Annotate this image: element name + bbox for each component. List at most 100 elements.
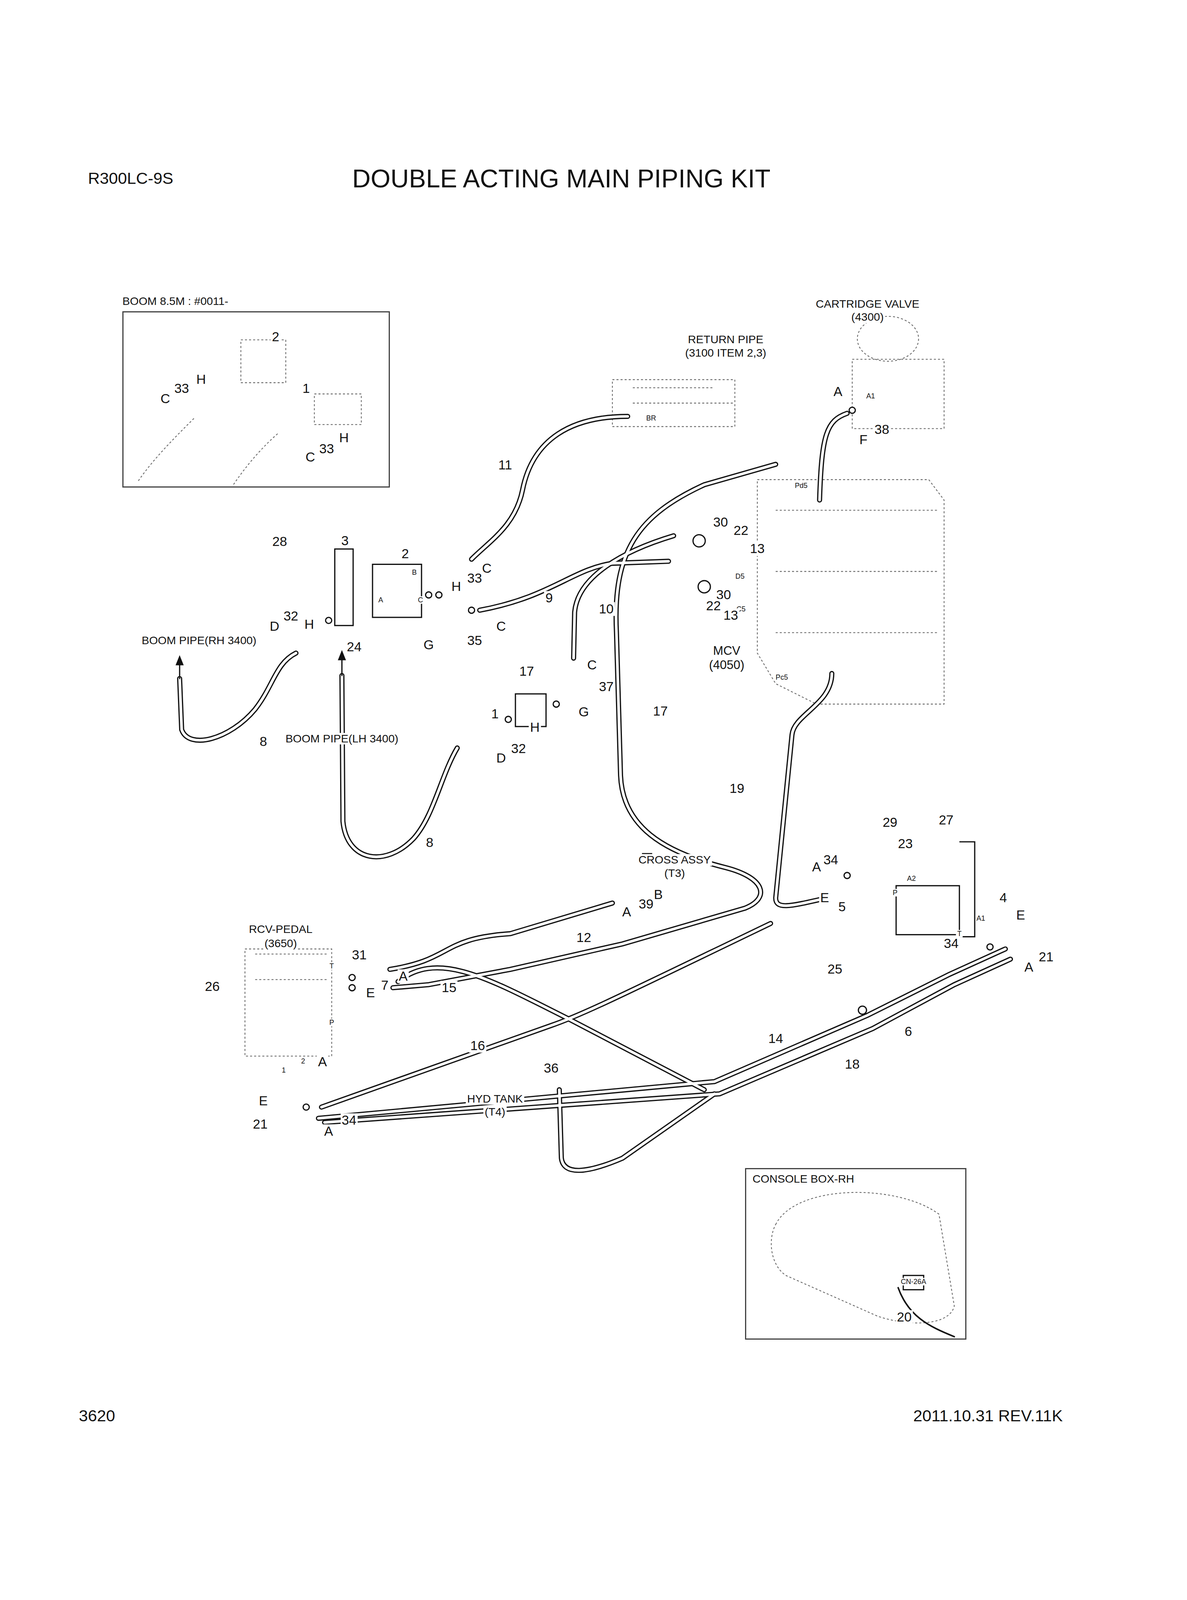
port-mark: P bbox=[328, 1018, 336, 1027]
port-mark: CN-26A bbox=[899, 1278, 928, 1286]
callout-number: 3 bbox=[340, 533, 351, 548]
drawing-part bbox=[573, 535, 674, 659]
callout-number: A bbox=[621, 905, 633, 920]
callout-number: 34 bbox=[822, 853, 840, 868]
callout-number: 25 bbox=[826, 962, 844, 977]
callout-number: 11 bbox=[497, 458, 514, 473]
drawing-part bbox=[398, 968, 705, 1091]
ghost-components bbox=[137, 316, 955, 1324]
drawing-part bbox=[849, 407, 856, 414]
port-mark: P bbox=[891, 889, 899, 897]
port-mark: T bbox=[956, 930, 963, 938]
drawing-part bbox=[775, 510, 940, 633]
drawing-part bbox=[471, 416, 628, 560]
callout-number: 24 bbox=[345, 640, 363, 654]
callout-number: C bbox=[304, 450, 317, 465]
drawing-part bbox=[341, 675, 457, 858]
callout-number: 34 bbox=[942, 937, 960, 952]
callout-number: 33 bbox=[466, 571, 484, 586]
drawing-part bbox=[240, 340, 286, 384]
component-label: (4300) bbox=[849, 311, 885, 324]
callout-number: 8 bbox=[424, 836, 435, 850]
hoses bbox=[175, 413, 1011, 1338]
drawing-part bbox=[179, 658, 342, 679]
callout-number: C bbox=[495, 619, 508, 634]
drawing-part bbox=[858, 1006, 867, 1015]
callout-number: 2 bbox=[400, 547, 411, 562]
port-mark: 2 bbox=[299, 1057, 307, 1066]
callout-number: 5 bbox=[836, 900, 847, 915]
callout-number: 38 bbox=[873, 422, 891, 437]
port-mark: A1 bbox=[864, 392, 877, 400]
drawing-part bbox=[553, 701, 560, 708]
inset-heading: BOOM 8.5M : #0011- bbox=[122, 295, 229, 308]
callout-number: 13 bbox=[722, 608, 740, 623]
callout-number: 17 bbox=[651, 704, 669, 719]
port-mark: C bbox=[416, 596, 425, 604]
drawing-part bbox=[303, 1104, 310, 1111]
drawing-part bbox=[819, 413, 848, 501]
inset-box: BOOM 8.5M : #0011- bbox=[122, 311, 390, 488]
drawing-part bbox=[179, 413, 1011, 1171]
callout-number: A bbox=[810, 860, 822, 875]
drawing-part bbox=[324, 959, 1011, 1123]
port-mark: Pd5 bbox=[793, 482, 809, 490]
component-label: (3100 ITEM 2,3) bbox=[683, 347, 768, 360]
port-mark: A bbox=[377, 596, 385, 604]
component-label: (3650) bbox=[263, 937, 298, 950]
callout-number: 13 bbox=[748, 542, 766, 557]
callout-number: 32 bbox=[509, 742, 527, 757]
drawing-part bbox=[137, 418, 194, 482]
callout-number: D bbox=[495, 751, 508, 766]
drawing-part bbox=[896, 885, 960, 935]
callout-number: 22 bbox=[704, 599, 722, 614]
callout-number: 16 bbox=[469, 1039, 487, 1053]
callout-number: A bbox=[316, 1055, 328, 1070]
drawing-part bbox=[573, 535, 674, 659]
callout-number: E bbox=[819, 891, 831, 905]
drawing-part bbox=[325, 617, 332, 624]
drawing-part bbox=[179, 413, 1011, 1171]
port-mark: BR bbox=[645, 414, 658, 423]
callout-number: 8 bbox=[258, 735, 269, 749]
drawing-part bbox=[349, 974, 356, 982]
callout-number: H bbox=[194, 372, 207, 387]
callout-number: 4 bbox=[998, 891, 1009, 905]
component-label: RETURN PIPE bbox=[686, 333, 765, 346]
drawing-part bbox=[398, 968, 705, 1091]
drawing-part bbox=[314, 394, 362, 425]
callout-number: E bbox=[365, 986, 377, 1000]
callout-number: 27 bbox=[937, 813, 955, 828]
callout-number: 37 bbox=[597, 679, 615, 694]
callout-number: 17 bbox=[518, 664, 536, 679]
drawing-part bbox=[471, 416, 628, 560]
callout-number: 12 bbox=[575, 930, 593, 945]
callout-number: 26 bbox=[203, 979, 221, 994]
callout-number: G bbox=[422, 638, 435, 652]
component-label: (4050) bbox=[707, 659, 746, 673]
callout-number: 23 bbox=[896, 836, 914, 851]
drawing-part bbox=[852, 359, 945, 429]
drawing-part bbox=[372, 564, 422, 618]
callout-number: 39 bbox=[637, 897, 655, 912]
callout-number: 14 bbox=[767, 1031, 785, 1046]
drawing-part bbox=[632, 387, 736, 404]
callout-number: G bbox=[577, 705, 590, 720]
port-mark: A1 bbox=[975, 914, 987, 923]
fittings-and-blocks bbox=[303, 407, 993, 1290]
component-label: CROSS ASSY bbox=[637, 854, 712, 867]
drawing-part bbox=[389, 903, 613, 970]
drawing-part bbox=[341, 675, 457, 858]
callout-number: 31 bbox=[350, 948, 368, 963]
drawing-part bbox=[775, 673, 832, 907]
drawing-part bbox=[612, 379, 735, 427]
callout-number: 33 bbox=[173, 381, 191, 396]
inset-heading: CONSOLE BOX-RH bbox=[752, 1173, 855, 1186]
callout-number: 18 bbox=[843, 1057, 861, 1072]
callout-number: F bbox=[858, 432, 869, 447]
diagram-title: DOUBLE ACTING MAIN PIPING KIT bbox=[351, 165, 772, 193]
drawing-part bbox=[819, 413, 848, 501]
component-label: HYD TANK bbox=[466, 1093, 525, 1106]
port-mark: Pc5 bbox=[774, 674, 790, 682]
drawing-part bbox=[321, 923, 771, 1108]
